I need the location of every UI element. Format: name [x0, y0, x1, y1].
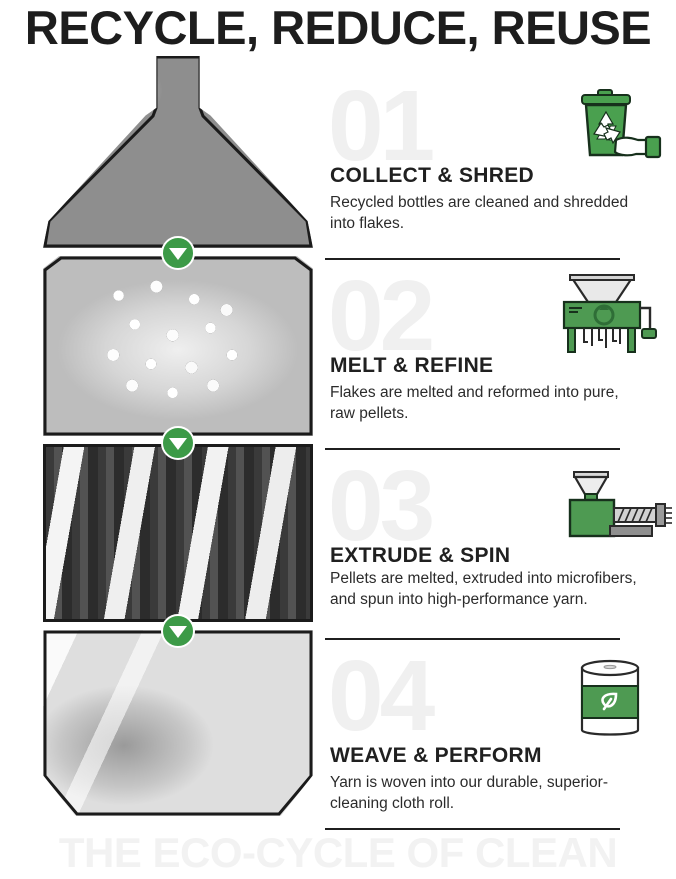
step-heading: COLLECT & SHRED: [330, 164, 534, 187]
step-number: 03: [328, 450, 435, 562]
step-divider: [325, 638, 620, 640]
step-item-02: 02: [325, 266, 676, 456]
spinning-machines-photo: [46, 447, 310, 619]
step-heading: MELT & REFINE: [330, 354, 494, 377]
step-number: 01: [328, 70, 435, 182]
step-description: Recycled bottles are cleaned and shredde…: [330, 194, 629, 232]
bottle-segment-mid-body: [43, 444, 313, 622]
step-number: 04: [328, 640, 435, 752]
shredder-machine-icon: [558, 272, 658, 356]
steps-column: 01: [325, 76, 676, 836]
extruder-machine-icon: [562, 466, 672, 546]
cloth-roll-leaf-icon: [574, 656, 646, 742]
page-title: RECYCLE, REDUCE, REUSE: [24, 1, 652, 54]
bottle-segment-upper-body: [43, 256, 313, 436]
weaving-machine-photo: [43, 630, 313, 816]
step-divider: [325, 258, 620, 260]
step-description: Yarn is woven into our durable, superior…: [330, 774, 608, 812]
step-item-01: 01: [325, 76, 676, 266]
down-arrow-icon: [169, 625, 187, 638]
footer-watermark: THE ECO-CYCLE OF CLEAN: [58, 829, 618, 876]
step-item-03: 03: [325, 456, 676, 646]
step-divider: [325, 448, 620, 450]
step-heading: EXTRUDE & SPIN: [330, 544, 511, 567]
recycle-bin-hand-icon: [572, 82, 664, 166]
step-item-04: 04 WEAVE & PERFORM Y: [325, 646, 676, 836]
bottle-segment-base: [43, 630, 313, 816]
connector-arrow-1: [161, 236, 195, 270]
bottle-segment-neck: [43, 56, 313, 248]
crushed-bottles-photo: [43, 56, 313, 248]
step-heading: WEAVE & PERFORM: [330, 744, 542, 767]
down-arrow-icon: [169, 437, 187, 450]
bottle-photo-column: [43, 56, 313, 816]
connector-arrow-3: [161, 614, 195, 648]
step-divider: [325, 828, 620, 830]
connector-arrow-2: [161, 426, 195, 460]
plastic-pellets-photo: [43, 256, 313, 436]
step-number: 02: [328, 260, 435, 372]
step-description: Flakes are melted and reformed into pure…: [330, 384, 619, 422]
step-description: Pellets are melted, extruded into microf…: [330, 570, 637, 608]
down-arrow-icon: [169, 247, 187, 260]
